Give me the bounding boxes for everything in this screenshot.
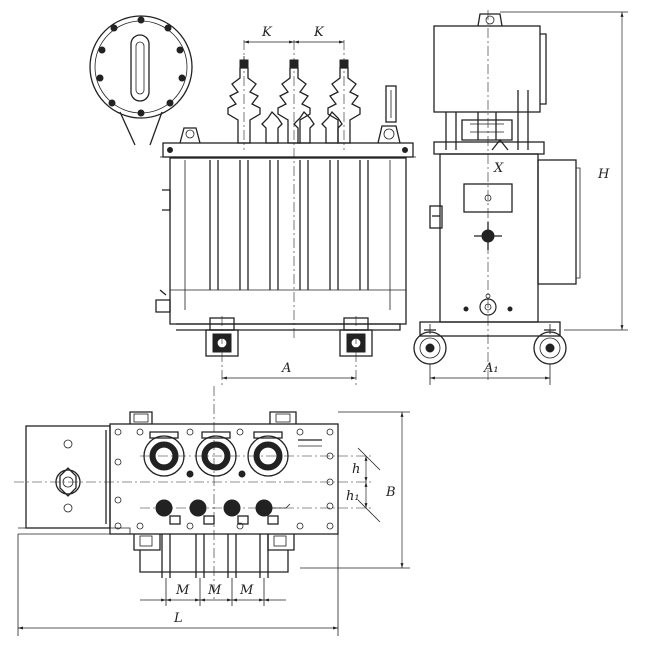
top-view: h h₁ B M M M L xyxy=(14,386,410,636)
dim-h-label: H xyxy=(597,167,610,182)
front-view: K K A xyxy=(89,15,416,385)
dim-l-label: L xyxy=(173,611,183,626)
dim-b-label: B xyxy=(385,485,396,500)
dim-h1-label: h₁ xyxy=(346,489,360,504)
dim-a-label: A xyxy=(281,361,291,376)
dim-m3-label: M xyxy=(239,583,254,598)
dim-k2-label: K xyxy=(313,25,325,40)
hv-bushings xyxy=(179,56,401,144)
dim-k1-label: K xyxy=(261,25,273,40)
side-wheels xyxy=(413,329,567,365)
tank-body xyxy=(169,157,407,325)
dim-m1-label: M xyxy=(175,583,190,598)
conservator-end xyxy=(89,15,193,146)
side-view: X xyxy=(413,10,628,385)
x-label: X xyxy=(493,161,504,176)
dim-a1-label: A₁ xyxy=(483,361,499,376)
cover-bolts xyxy=(114,428,334,530)
tank-cover xyxy=(162,142,414,158)
hv-bushings-top xyxy=(143,431,289,478)
conservator-side xyxy=(433,25,541,113)
dim-h-small-label: h xyxy=(352,462,360,477)
radiator-fins xyxy=(170,160,406,310)
lv-terminals xyxy=(139,534,289,578)
lv-bushings-top xyxy=(155,499,291,525)
dim-m2-label: M xyxy=(207,583,222,598)
cover-plate-top xyxy=(109,423,339,535)
